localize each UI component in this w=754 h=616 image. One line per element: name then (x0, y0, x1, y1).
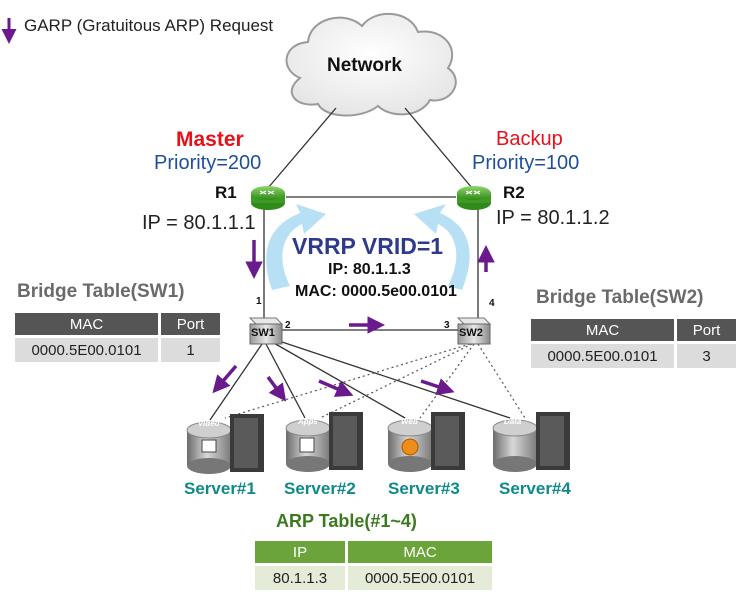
server-4-icon (492, 412, 570, 472)
table-header: MAC (15, 313, 158, 335)
server-4-tag: Data (504, 417, 522, 426)
sw2-port-4: 4 (489, 298, 495, 309)
vrrp-mac: MAC: 0000.5e00.0101 (295, 283, 457, 300)
legend-text: GARP (Gratuitous ARP) Request (24, 16, 274, 35)
switch-sw1-label: SW1 (251, 327, 275, 339)
router-r1-icon (251, 186, 285, 210)
server-1-name: Server#1 (184, 479, 256, 498)
table-cell: 80.1.1.3 (255, 566, 345, 590)
garp-arrow-server3 (318, 379, 354, 397)
arp-table-title: ARP Table(#1~4) (276, 511, 417, 531)
table-row: 80.1.1.3 0000.5E00.0101 (255, 566, 492, 590)
router-r1-ip: IP = 80.1.1.1 (142, 212, 256, 234)
garp-arrow-server1 (212, 364, 238, 394)
server-2-tag: Apps (298, 417, 318, 426)
garp-arrow-server4 (420, 378, 455, 395)
table-header: Port (677, 319, 736, 341)
sw1-port-1: 1 (256, 296, 262, 307)
table-header: MAC (348, 541, 492, 563)
router-r1-name: R1 (215, 183, 237, 202)
router-r2-name: R2 (503, 183, 525, 202)
server-2-icon (285, 412, 363, 472)
server-2-name: Server#2 (284, 479, 356, 498)
bridge-table-sw1-title: Bridge Table(SW1) (17, 281, 185, 302)
server-1-tag: Video (198, 419, 220, 428)
table-cell: 0000.5E00.0101 (348, 566, 492, 590)
arp-table: IP MAC 80.1.1.3 0000.5E00.0101 (252, 538, 495, 593)
sw1-port-2: 2 (285, 320, 291, 331)
table-header: IP (255, 541, 345, 563)
master-priority: Priority=200 (154, 152, 262, 174)
garp-arrows (212, 240, 495, 402)
table-header: MAC (531, 319, 674, 341)
server-1-icon (186, 414, 264, 474)
table-cell: 1 (161, 338, 220, 362)
table-header: Port (161, 313, 220, 335)
server-3-tag: Web (401, 417, 418, 426)
router-r2-icon (457, 186, 491, 210)
bridge-table-sw2-title: Bridge Table(SW2) (536, 287, 704, 308)
switch-sw1-icon (248, 317, 284, 345)
sw2-port-3: 3 (444, 320, 450, 331)
table-cell: 0000.5E00.0101 (531, 344, 674, 368)
vrrp-exchange-arrows (266, 204, 470, 290)
table-row: 0000.5E00.0101 3 (531, 344, 736, 368)
table-cell: 3 (677, 344, 736, 368)
vrrp-title: VRRP VRID=1 (292, 233, 444, 259)
vrrp-ip: IP: 80.1.1.3 (328, 261, 411, 278)
network-label: Network (327, 55, 402, 76)
router-r2-ip: IP = 80.1.1.2 (496, 207, 610, 229)
server-3-icon (387, 412, 465, 472)
bridge-table-sw1: MAC Port 0000.5E00.0101 1 (12, 310, 223, 365)
network-links (209, 107, 511, 421)
server-4-name: Server#4 (499, 479, 571, 498)
table-row: 0000.5E00.0101 1 (15, 338, 220, 362)
switch-sw2-icon (456, 317, 492, 345)
server-3-name: Server#3 (388, 479, 460, 498)
backup-role-label: Backup (496, 128, 563, 150)
backup-priority: Priority=100 (472, 152, 580, 174)
master-role-label: Master (176, 128, 244, 151)
bridge-table-sw2: MAC Port 0000.5E00.0101 3 (528, 316, 739, 371)
garp-arrow-server2 (266, 375, 287, 402)
table-cell: 0000.5E00.0101 (15, 338, 158, 362)
switch-sw2-label: SW2 (459, 327, 483, 339)
